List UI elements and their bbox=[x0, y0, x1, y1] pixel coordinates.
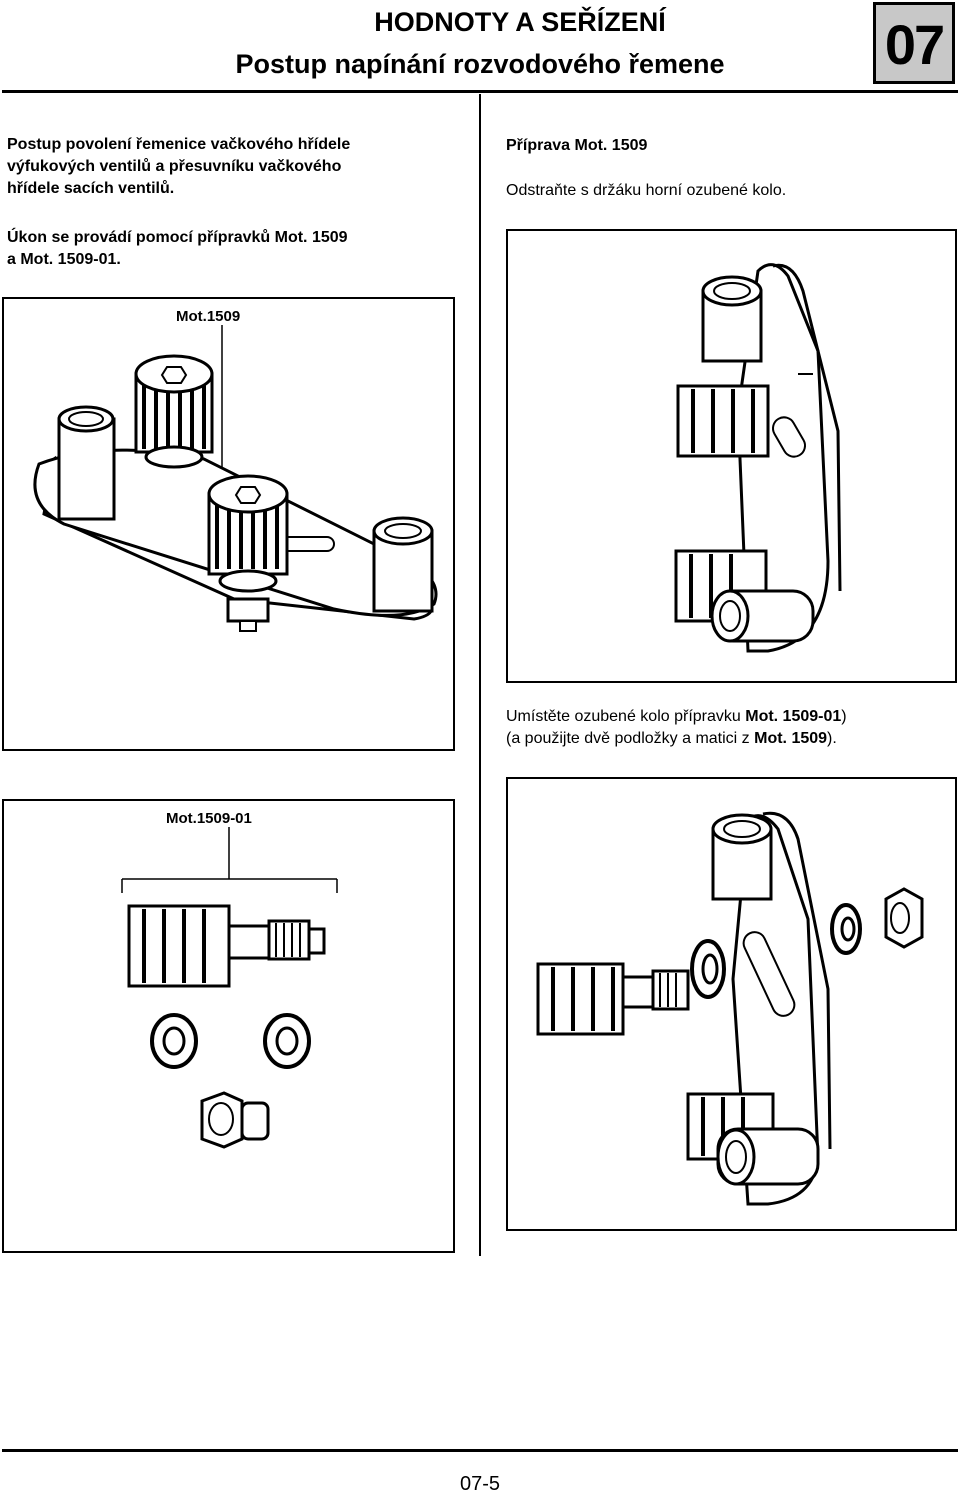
use-line: (a použijte dvě podložky a matici z Mot.… bbox=[506, 730, 837, 747]
page-number: 07-5 bbox=[459, 1473, 501, 1495]
figure-exploded-assembly bbox=[506, 777, 957, 1231]
page-title: HODNOTY A SEŘÍZENÍ bbox=[374, 7, 666, 37]
mot1509-01-illustration: Mot.1509-01 bbox=[121, 810, 338, 1149]
intro-line: hřídele sacích ventilů. bbox=[7, 180, 175, 197]
intro-paragraph: Postup povolení řemenice vačkového hříde… bbox=[7, 134, 467, 200]
intro-line: výfukových ventilů a přesuvníku vačkovéh… bbox=[7, 158, 342, 175]
footer-rule bbox=[2, 1449, 958, 1452]
place-line: Umístěte ozubené kolo přípravku Mot. 150… bbox=[506, 708, 847, 725]
figure-mot1509: Mot.1509 bbox=[2, 297, 455, 751]
tools-line: Úkon se provádí pomocí přípravků Mot. 15… bbox=[7, 229, 348, 246]
header-rule bbox=[2, 90, 958, 93]
intro-line: Postup povolení řemenice vačkového hříde… bbox=[7, 136, 351, 153]
page-subtitle: Postup napínání rozvodového řemene bbox=[235, 49, 725, 79]
prep-heading: Příprava Mot. 1509 bbox=[506, 137, 648, 154]
tools-line: a Mot. 1509-01. bbox=[7, 251, 121, 268]
mot1509-illustration: Mot.1509 bbox=[33, 308, 438, 632]
tool-ref: Mot. 1509 bbox=[754, 730, 828, 747]
remove-instruction: Odstraňte s držáku horní ozubené kolo. bbox=[506, 182, 787, 199]
holder-illustration bbox=[674, 263, 842, 653]
column-divider bbox=[479, 94, 481, 1256]
tool-ref: Mot. 1509-01 bbox=[745, 708, 842, 725]
chapter-badge: 07 bbox=[873, 2, 955, 84]
figure-holder-removed bbox=[506, 229, 957, 683]
figure-mot1509-01: Mot.1509-01 bbox=[2, 799, 455, 1253]
tools-paragraph: Úkon se provádí pomocí přípravků Mot. 15… bbox=[7, 227, 467, 271]
figure-label-mot1509-01: Mot.1509-01 bbox=[166, 810, 252, 827]
figure-label-mot1509: Mot.1509 bbox=[176, 308, 240, 325]
exploded-illustration bbox=[536, 811, 924, 1206]
place-instruction: Umístěte ozubené kolo přípravku Mot. 150… bbox=[506, 706, 956, 750]
